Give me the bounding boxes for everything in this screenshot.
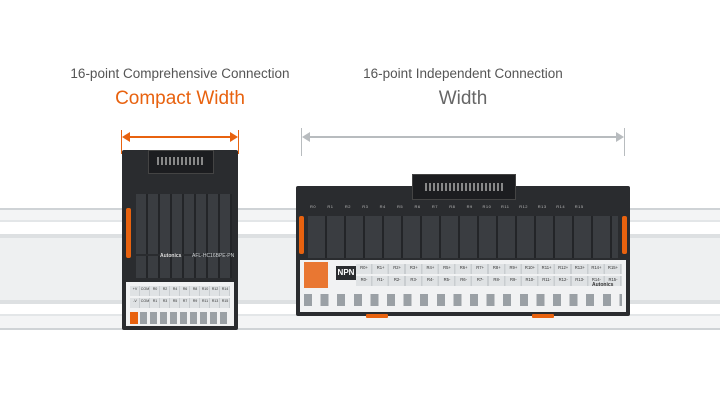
terminal-label-top: R10 bbox=[201, 287, 209, 291]
terminal-label-minus: R15- bbox=[608, 277, 618, 282]
terminal-label-minus: R5- bbox=[443, 277, 451, 282]
terminal-area: NPN R0+ R1+ R2+ R3+ R4+ R5+ R6+ R7+ R8+ R9+ R10+ R1… bbox=[300, 260, 626, 312]
npn-label: NPN bbox=[336, 266, 356, 280]
terminal-label-top: R6 bbox=[182, 287, 188, 291]
terminal-label-plus: R9+ bbox=[509, 265, 518, 270]
wide-terminal-module: R0 R1 R2 R3 R4 R5 R6 R7 R8 R9 R10 R11 R1… bbox=[296, 174, 630, 318]
left-latch bbox=[299, 216, 304, 254]
terminal-label-minus: R9- bbox=[510, 277, 517, 282]
terminal-label-bottom: R5 bbox=[172, 299, 178, 303]
terminal-label-minus: R10- bbox=[525, 277, 535, 282]
terminal-label-plus: R7+ bbox=[476, 265, 485, 270]
channel-label-row: R0 R1 R2 R3 R4 R5 R6 R7 R8 R9 R10 R11 R1… bbox=[310, 204, 584, 209]
terminal-label-top: R0 bbox=[152, 287, 158, 291]
terminal-label-top: R8 bbox=[192, 287, 198, 291]
model-label: AFL-HC16BPE-PN bbox=[192, 253, 235, 259]
mount-clip-left bbox=[366, 314, 388, 318]
terminal-label-plus: R15+ bbox=[607, 265, 619, 270]
terminal-label-top: R4 bbox=[172, 287, 178, 291]
terminal-label-plus: R14+ bbox=[591, 265, 602, 270]
terminal-label-top: R14 bbox=[221, 287, 229, 291]
relay-grid-lower bbox=[136, 256, 232, 278]
terminal-label-plus: R2+ bbox=[393, 265, 402, 270]
terminal-label-plus: R4+ bbox=[426, 265, 435, 270]
terminal-label-minus: R6- bbox=[460, 277, 467, 282]
terminal-label-minus: R13- bbox=[575, 277, 585, 282]
left-caption-sub: 16-point Comprehensive Connection bbox=[70, 66, 290, 81]
terminal-label-plus: R6+ bbox=[459, 265, 468, 270]
relay-grid bbox=[308, 216, 618, 258]
terminal-label-minus: R12- bbox=[558, 277, 568, 282]
terminal-label-top: +V bbox=[132, 287, 138, 291]
terminal-label-plus: R10+ bbox=[524, 265, 536, 270]
terminal-label-top: COM bbox=[140, 287, 150, 291]
side-latch bbox=[126, 208, 131, 258]
terminal-label-minus: R14- bbox=[591, 277, 601, 282]
terminal-label-minus: R7- bbox=[476, 277, 484, 282]
terminal-label-minus: R4- bbox=[427, 277, 434, 282]
terminal-label-plus: R8+ bbox=[492, 265, 501, 270]
terminal-label-top: R2 bbox=[162, 287, 168, 291]
terminal-label-bottom: COM bbox=[140, 299, 150, 303]
terminal-label-minus: R1- bbox=[377, 277, 384, 282]
terminal-label-plus: R1+ bbox=[376, 265, 385, 270]
mount-clip-right bbox=[532, 314, 554, 318]
compact-width-dimension bbox=[120, 126, 240, 156]
terminal-label-bottom: R15 bbox=[221, 299, 229, 303]
brand-label: Autonics bbox=[592, 282, 614, 288]
wide-width-dimension bbox=[300, 126, 626, 156]
terminal-label-bottom: R11 bbox=[201, 299, 209, 303]
terminal-label-bottom: R3 bbox=[162, 299, 168, 303]
terminal-label-bottom: -V bbox=[133, 299, 137, 303]
terminal-label-bottom: R9 bbox=[192, 299, 198, 303]
right-caption-sub: 16-point Independent Connection bbox=[363, 66, 563, 81]
terminal-label-plus: R0+ bbox=[360, 265, 368, 270]
terminal-label-plus: R12+ bbox=[558, 265, 569, 270]
terminal-label-minus: R0- bbox=[360, 277, 368, 282]
left-caption-main: Compact Width bbox=[115, 88, 245, 109]
terminal-label-minus: R3- bbox=[410, 277, 418, 282]
connector-header bbox=[412, 174, 516, 200]
terminal-label-bottom: R13 bbox=[211, 299, 219, 303]
terminal-label-top: R12 bbox=[211, 287, 219, 291]
terminal-label-minus: R8- bbox=[493, 277, 501, 282]
connector-header bbox=[148, 150, 214, 174]
terminal-label-plus: R3+ bbox=[409, 265, 418, 270]
terminal-label-bottom: R7 bbox=[182, 299, 188, 303]
terminal-label-plus: R13+ bbox=[574, 265, 585, 270]
brand-label: Autonics bbox=[160, 253, 182, 259]
right-caption-main: Width bbox=[438, 88, 488, 109]
terminal-label-minus: R2- bbox=[393, 277, 401, 282]
terminal-label-bottom: R1 bbox=[152, 299, 158, 303]
terminal-label-plus: R11+ bbox=[541, 265, 552, 270]
relay-grid bbox=[136, 194, 232, 254]
terminal-label-plus: R5+ bbox=[443, 265, 451, 270]
terminal-label-minus: R11- bbox=[542, 277, 551, 282]
right-latch bbox=[622, 216, 627, 254]
